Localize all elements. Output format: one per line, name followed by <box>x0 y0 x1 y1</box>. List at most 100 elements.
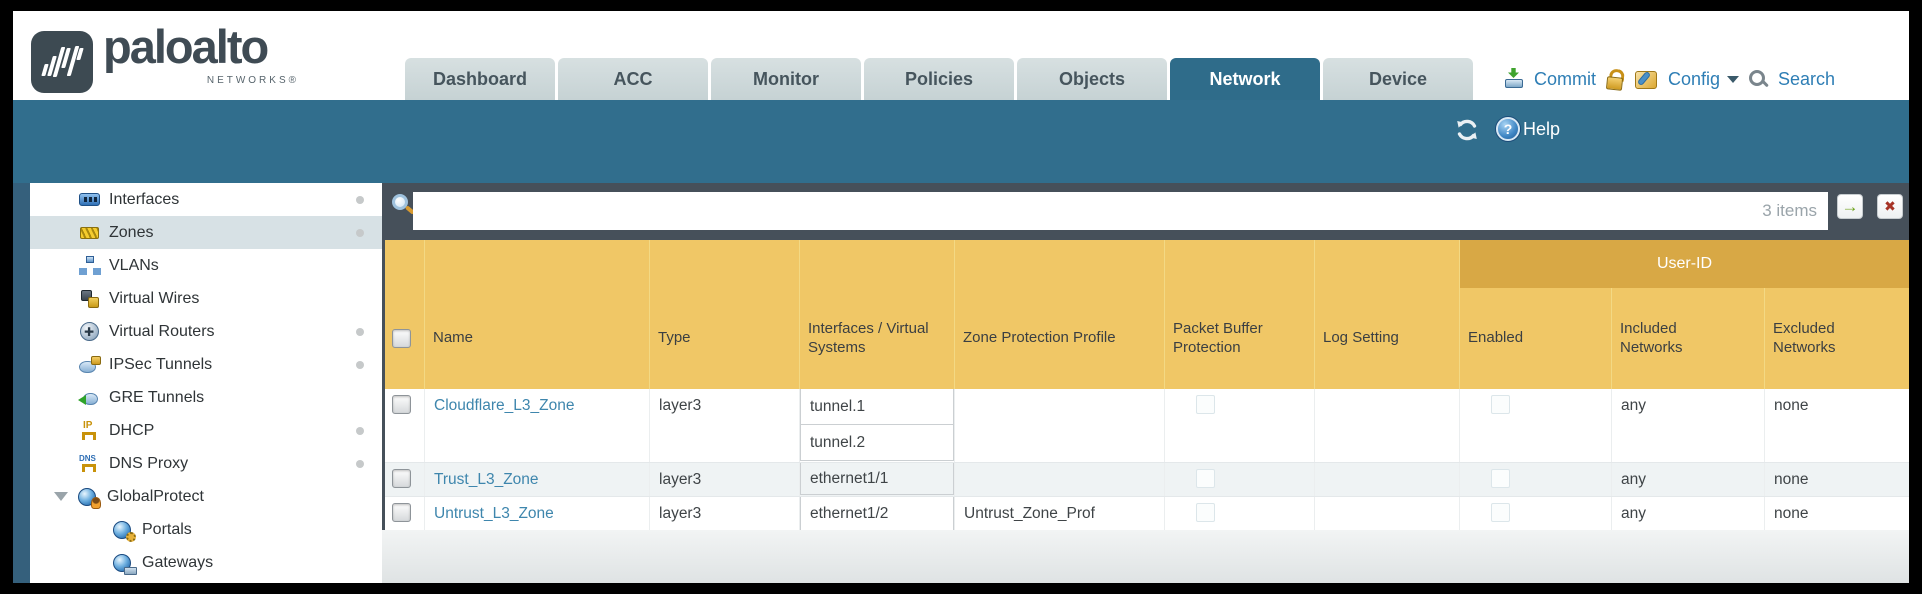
column-header-excluded-networks[interactable]: Excluded Networks <box>1773 319 1836 356</box>
sidebar-item-vlans[interactable]: VLANs <box>30 249 382 282</box>
row-select-cell <box>385 497 425 532</box>
zone-name-link[interactable]: Trust_L3_Zone <box>434 471 539 488</box>
status-dot <box>356 196 364 204</box>
sidebar-item-gateways[interactable]: Gateways <box>30 546 382 579</box>
row-checkbox[interactable] <box>392 469 411 488</box>
dns-proxy-icon <box>79 453 101 475</box>
virtual-wires-icon <box>79 288 101 310</box>
sidebar-item-dns-proxy[interactable]: DNS Proxy <box>30 447 382 480</box>
help-label: Help <box>1523 118 1561 139</box>
excluded-networks-cell: none <box>1774 505 1809 522</box>
column-header-packet-buffer-protection[interactable]: Packet Buffer Protection <box>1165 240 1315 389</box>
top-nav: Commit Config Search <box>1503 58 1835 100</box>
section-banner: ? Help <box>13 100 1909 183</box>
status-dot <box>356 427 364 435</box>
zone-protection-profile-cell <box>955 463 1165 496</box>
sidebar-item-label: GRE Tunnels <box>109 388 205 406</box>
commit-icon[interactable] <box>1503 68 1525 90</box>
tab-device[interactable]: Device <box>1323 58 1473 100</box>
included-networks-cell: any <box>1612 463 1765 496</box>
select-all-column-header[interactable] <box>385 240 425 389</box>
commit-link[interactable]: Commit <box>1534 68 1596 89</box>
sidebar-item-label: Portals <box>142 520 192 538</box>
sidebar-item-globalprotect[interactable]: GlobalProtect <box>30 480 382 513</box>
sidebar-item-zones[interactable]: Zones <box>30 216 382 249</box>
sidebar-item-label: DNS Proxy <box>109 454 189 472</box>
sidebar-item-gre-tunnels[interactable]: GRE Tunnels <box>30 381 382 414</box>
tab-acc[interactable]: ACC <box>558 58 708 100</box>
brand-networks-label: NETWORKS® <box>206 75 299 86</box>
sidebar-item-ipsec-tunnels[interactable]: IPSec Tunnels <box>30 348 382 381</box>
virtual-routers-icon <box>79 321 101 343</box>
tab-objects[interactable]: Objects <box>1017 58 1167 100</box>
packet-buffer-protection-cell <box>1165 463 1315 496</box>
config-icon[interactable] <box>1634 68 1659 90</box>
interface-value: tunnel.2 <box>800 424 954 461</box>
search-icon[interactable] <box>1748 69 1769 90</box>
packet-buffer-checkbox[interactable] <box>1196 395 1215 414</box>
help-button[interactable]: ? Help <box>1496 117 1560 141</box>
column-header-type[interactable]: Type <box>650 240 800 389</box>
column-header-enabled[interactable]: Enabled <box>1460 240 1612 389</box>
search-link[interactable]: Search <box>1778 68 1836 89</box>
expander-icon[interactable] <box>54 492 68 501</box>
packet-buffer-checkbox[interactable] <box>1196 503 1215 522</box>
column-header-interfaces[interactable]: Interfaces / Virtual Systems <box>800 240 955 389</box>
zone-name-link[interactable]: Untrust_L3_Zone <box>434 505 554 522</box>
zone-type-cell: layer3 <box>650 389 800 462</box>
zone-type-cell: layer3 <box>650 497 800 532</box>
interfaces-cell: ethernet1/1 <box>800 463 955 496</box>
user-id-enabled-checkbox[interactable] <box>1491 469 1510 488</box>
column-header-log-setting[interactable]: Log Setting <box>1315 240 1460 389</box>
packet-buffer-protection-cell <box>1165 497 1315 532</box>
column-header-included-networks[interactable]: Included Networks <box>1612 240 1765 389</box>
select-all-checkbox[interactable] <box>392 329 411 348</box>
tab-network[interactable]: Network <box>1170 58 1320 100</box>
user-id-enabled-cell <box>1460 497 1612 532</box>
interfaces-icon <box>79 189 101 211</box>
sidebar-item-portals[interactable]: Portals <box>30 513 382 546</box>
chevron-down-icon[interactable] <box>1727 75 1740 83</box>
sidebar-item-virtual-wires[interactable]: Virtual Wires <box>30 282 382 315</box>
row-select-cell <box>385 389 425 462</box>
sidebar-item-label: Gateways <box>142 553 214 571</box>
tab-policies[interactable]: Policies <box>864 58 1014 100</box>
included-networks-cell: any <box>1612 497 1765 532</box>
user-id-group-header: User-ID <box>1460 240 1909 288</box>
tab-monitor[interactable]: Monitor <box>711 58 861 100</box>
clear-filter-button[interactable]: ✖ <box>1877 194 1903 219</box>
config-link[interactable]: Config <box>1668 68 1721 89</box>
lock-icon[interactable] <box>1604 67 1626 91</box>
user-id-enabled-checkbox[interactable] <box>1491 503 1510 522</box>
column-header-zone-protection-profile[interactable]: Zone Protection Profile <box>955 240 1165 389</box>
row-checkbox[interactable] <box>392 395 411 414</box>
packet-buffer-checkbox[interactable] <box>1196 469 1215 488</box>
sidebar-item-dhcp[interactable]: DHCP <box>30 414 382 447</box>
table-footer-area <box>382 530 1909 583</box>
row-checkbox[interactable] <box>392 503 411 522</box>
user-id-enabled-checkbox[interactable] <box>1491 395 1510 414</box>
apply-filter-button[interactable]: → <box>1837 194 1863 219</box>
zone-protection-profile-cell <box>955 389 1165 462</box>
sidebar-item-label: Virtual Wires <box>109 289 200 307</box>
tab-dashboard[interactable]: Dashboard <box>405 58 555 100</box>
sidebar-item-virtual-routers[interactable]: Virtual Routers <box>30 315 382 348</box>
column-header-name[interactable]: Name <box>425 240 650 389</box>
zones-icon <box>79 222 101 244</box>
help-icon[interactable]: ? <box>1496 117 1520 141</box>
zone-name-link[interactable]: Cloudflare_L3_Zone <box>434 397 575 414</box>
filter-search-icon[interactable] <box>391 193 417 220</box>
sidebar-item-interfaces[interactable]: Interfaces <box>30 183 382 216</box>
vlans-icon <box>79 255 101 277</box>
refresh-icon[interactable] <box>1455 118 1479 142</box>
filter-input[interactable] <box>413 192 1828 230</box>
status-dot <box>356 328 364 336</box>
